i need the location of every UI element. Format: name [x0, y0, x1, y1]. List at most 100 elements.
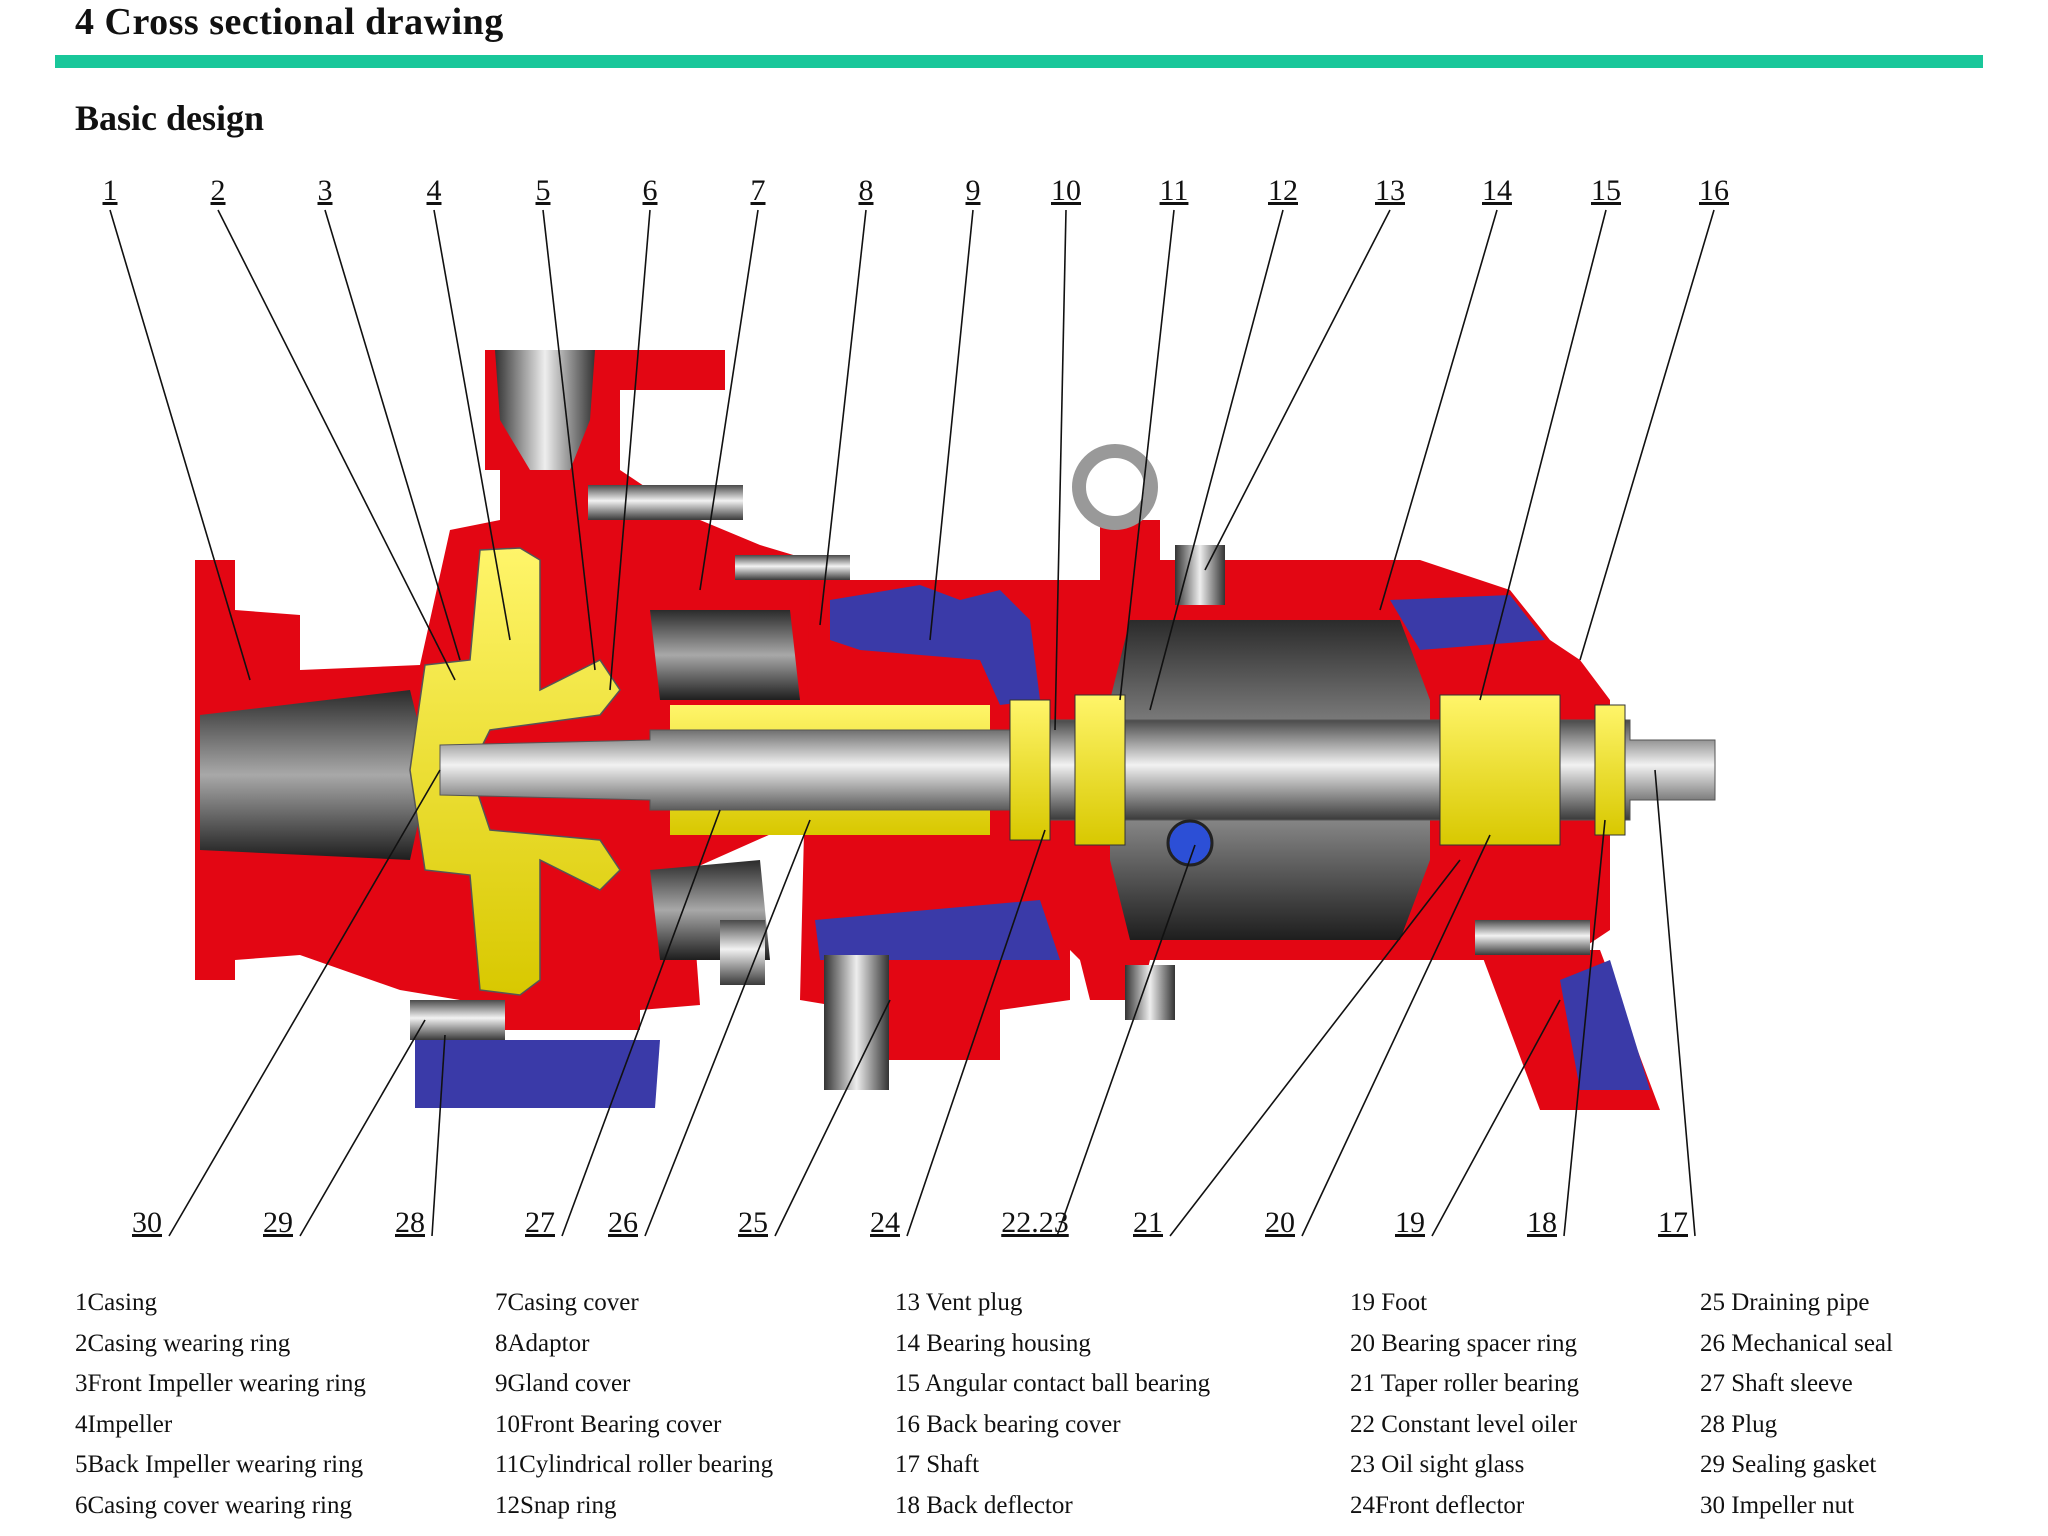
- legend-item: 7Casing cover: [495, 1289, 639, 1316]
- legend-item: 8Adaptor: [495, 1329, 590, 1357]
- callout-label-8: 8: [859, 174, 874, 207]
- callout-label-30: 30: [132, 1206, 162, 1239]
- leader-line-13: [1204, 209, 1391, 571]
- foot-bolt: [1475, 920, 1590, 955]
- legend-item: 3Front Impeller wearing ring: [75, 1370, 366, 1398]
- front-bearing-cover: [1009, 699, 1051, 841]
- callout-label-16: 16: [1699, 174, 1729, 207]
- leader-line-11: [1119, 209, 1175, 701]
- section-title: 4 Cross sectional drawing: [75, 1, 504, 43]
- back-bearing-cover: [1594, 704, 1626, 836]
- legend-column-5: 25 Draining pipe 26 Mechanical seal 27 S…: [1700, 1283, 1893, 1527]
- leader-line-7: [699, 209, 759, 591]
- leader-line-9: [929, 209, 974, 641]
- leader-line-6: [609, 209, 651, 691]
- bearing-housing-blue: [1390, 595, 1545, 650]
- legend-item: 4Impeller: [75, 1410, 173, 1438]
- leader-line-16: [1579, 209, 1715, 661]
- leader-line-4: [433, 209, 511, 641]
- legend-item: 18 Back deflector: [895, 1491, 1073, 1519]
- legend-item: 25 Draining pipe: [1700, 1289, 1870, 1316]
- legend-item: 23 Oil sight glass: [1350, 1451, 1525, 1479]
- leader-line-20: [1301, 834, 1491, 1237]
- legend-item: 6Casing cover wearing ring: [75, 1491, 353, 1519]
- oil-sight-glass: [1166, 819, 1214, 867]
- legend-column-2: 7Casing cover 8Adaptor 9Gland cover 10Fr…: [495, 1283, 773, 1527]
- callout-label-25: 25: [738, 1206, 768, 1239]
- callout-label-1: 1: [103, 174, 118, 207]
- callout-label-10: 10: [1051, 174, 1081, 207]
- callout-label-14: 14: [1482, 174, 1512, 207]
- inlet-bore: [200, 690, 430, 860]
- leader-line-12: [1149, 209, 1284, 711]
- diagram-subtitle: Basic design: [75, 98, 265, 138]
- leader-line-29: [299, 1019, 426, 1237]
- leader-line-24: [906, 829, 1046, 1237]
- legend-item: 16 Back bearing cover: [895, 1410, 1121, 1438]
- discharge-nozzle: [495, 350, 595, 470]
- legend-item: 19 Foot: [1350, 1289, 1428, 1316]
- callout-label-20: 20: [1265, 1206, 1295, 1239]
- pump-body: [195, 350, 1716, 1110]
- callout-label-4: 4: [427, 174, 442, 207]
- leader-line-22.23: [1056, 844, 1196, 1237]
- legend-item: 2Casing wearing ring: [75, 1329, 291, 1357]
- leader-line-10: [1054, 209, 1067, 731]
- callout-label-7: 7: [751, 174, 766, 207]
- casing-foot: [415, 1040, 660, 1108]
- leader-line-19: [1431, 999, 1561, 1237]
- foot-blue: [1560, 960, 1650, 1090]
- legend-item: 15 Angular contact ball bearing: [895, 1370, 1211, 1398]
- casing-cover-cavity: [650, 610, 800, 700]
- callout-label-9: 9: [966, 174, 981, 207]
- legend-item: 22 Constant level oiler: [1350, 1410, 1578, 1438]
- callout-label-17: 17: [1658, 1206, 1688, 1239]
- leader-line-25: [774, 999, 891, 1237]
- legend-item: 26 Mechanical seal: [1700, 1329, 1893, 1357]
- callout-label-26: 26: [608, 1206, 638, 1239]
- plug-bolt: [410, 1000, 505, 1040]
- leader-line-27: [561, 809, 721, 1237]
- legend-item: 9Gland cover: [495, 1370, 631, 1398]
- legend-item: 12Snap ring: [495, 1491, 617, 1519]
- callout-label-12: 12: [1268, 174, 1298, 207]
- legend-item: 11Cylindrical roller bearing: [495, 1451, 774, 1479]
- legend-column-1: 1Casing 2Casing wearing ring 3Front Impe…: [75, 1283, 366, 1527]
- cylindrical-roller-bearing: [1074, 694, 1126, 846]
- legend-item: 1Casing: [75, 1289, 157, 1316]
- callout-label-3: 3: [318, 174, 333, 207]
- legend-item: 27 Shaft sleeve: [1700, 1370, 1853, 1398]
- callout-label-15: 15: [1591, 174, 1621, 207]
- callout-label-24: 24: [870, 1206, 900, 1239]
- parts-legend: 1Casing 2Casing wearing ring 3Front Impe…: [0, 1283, 2048, 1536]
- leader-line-2: [217, 209, 456, 681]
- callout-label-21: 21: [1133, 1206, 1163, 1239]
- callout-label-6: 6: [643, 174, 658, 207]
- leader-line-15: [1479, 209, 1607, 701]
- leader-line-3: [324, 209, 461, 661]
- leader-line-17: [1654, 769, 1696, 1237]
- legend-item: 29 Sealing gasket: [1700, 1451, 1877, 1479]
- legend-item: 28 Plug: [1700, 1410, 1778, 1438]
- legend-item: 30 Impeller nut: [1700, 1491, 1855, 1519]
- callout-label-2: 2: [211, 174, 226, 207]
- gland-cover: [830, 585, 1040, 705]
- callout-label-28: 28: [395, 1206, 425, 1239]
- legend-item: 13 Vent plug: [895, 1289, 1023, 1316]
- casing-bolt: [588, 485, 743, 520]
- lifting-eye: [1072, 444, 1158, 530]
- callout-label-19: 19: [1395, 1206, 1425, 1239]
- leader-line-28: [431, 1034, 446, 1237]
- legend-item: 21 Taper roller bearing: [1350, 1370, 1579, 1398]
- legend-column-3: 13 Vent plug 14 Bearing housing 15 Angul…: [895, 1283, 1210, 1527]
- legend-item: 20 Bearing spacer ring: [1350, 1329, 1578, 1357]
- leader-line-8: [819, 209, 867, 626]
- legend-item: 5Back Impeller wearing ring: [75, 1451, 364, 1479]
- vent-plug: [1175, 545, 1225, 605]
- callout-label-27: 27: [525, 1206, 555, 1239]
- angular-contact-bearing: [1439, 694, 1561, 846]
- adaptor-bolt: [735, 555, 850, 580]
